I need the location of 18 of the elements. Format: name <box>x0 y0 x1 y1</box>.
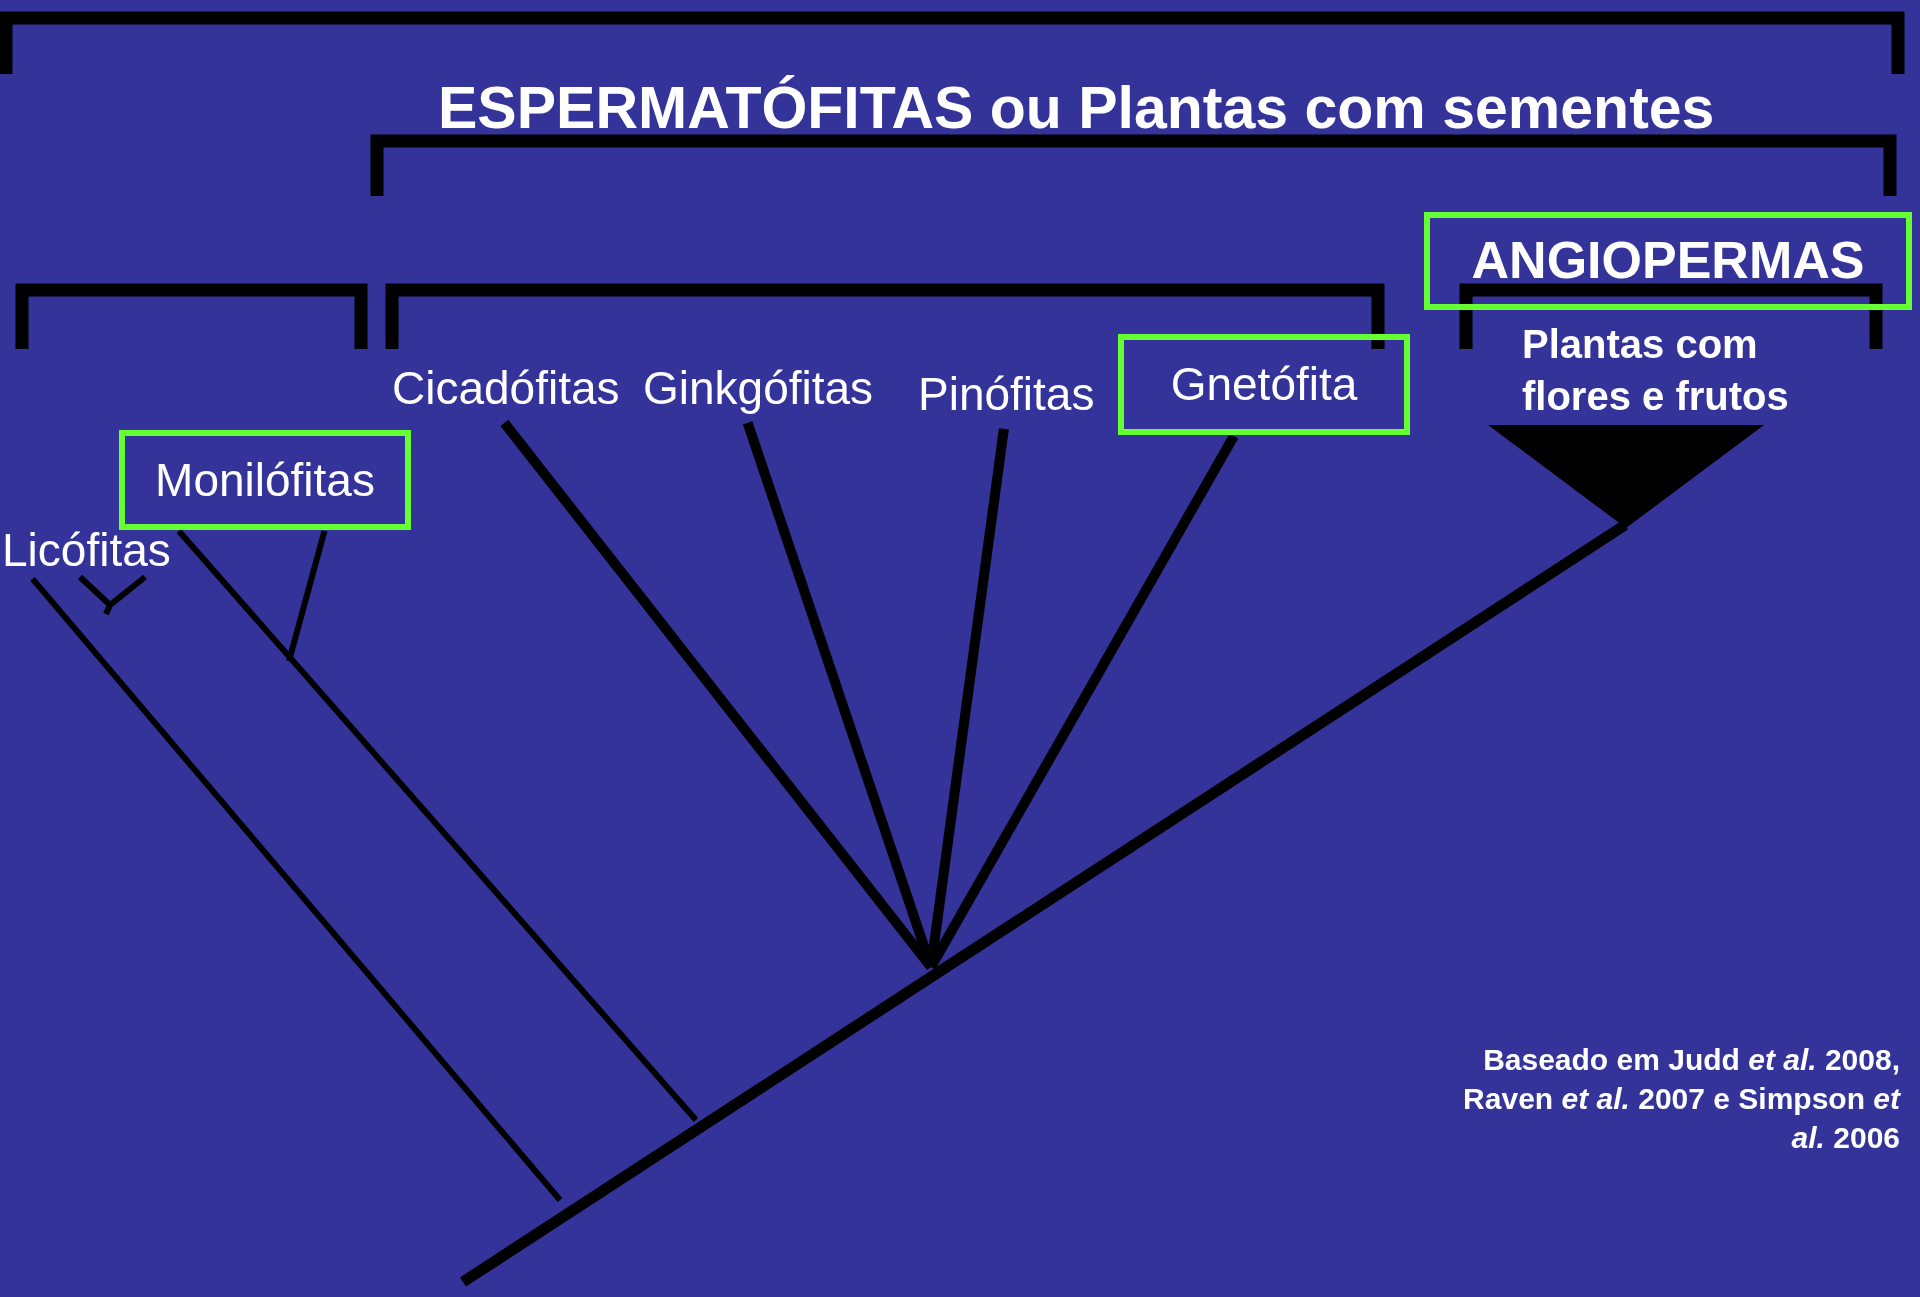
source-note: Baseado em Judd et al. 2008, Raven et al. 2007 e Simpson et al. 2006 <box>1462 1042 1900 1156</box>
taxon-name: Monilófitas <box>155 453 375 507</box>
tree-branch <box>286 530 328 662</box>
tree-branch <box>176 529 699 1122</box>
taxon-box <box>1118 334 1410 435</box>
taxon-box <box>1424 212 1912 310</box>
taxon-box <box>119 430 411 530</box>
tree-branch <box>460 520 1628 1287</box>
taxon-name: Ginkgófitas <box>643 362 874 415</box>
taxon-name: Gnetófita <box>1170 358 1358 411</box>
taxon-name: ANGIOPERMAS <box>1471 231 1865 291</box>
taxon-name: Cicadófitas <box>392 362 620 415</box>
taxon-name: Licófitas <box>2 524 171 577</box>
taxon-name: Pinófitas <box>918 368 1095 421</box>
clade-description: Plantas com flores e frutos <box>1522 321 1790 420</box>
title: ESPERMATÓFITAS ou Plantas com sementes <box>438 74 1715 142</box>
tree-branch <box>926 428 1009 968</box>
tree-branch <box>30 576 563 1202</box>
